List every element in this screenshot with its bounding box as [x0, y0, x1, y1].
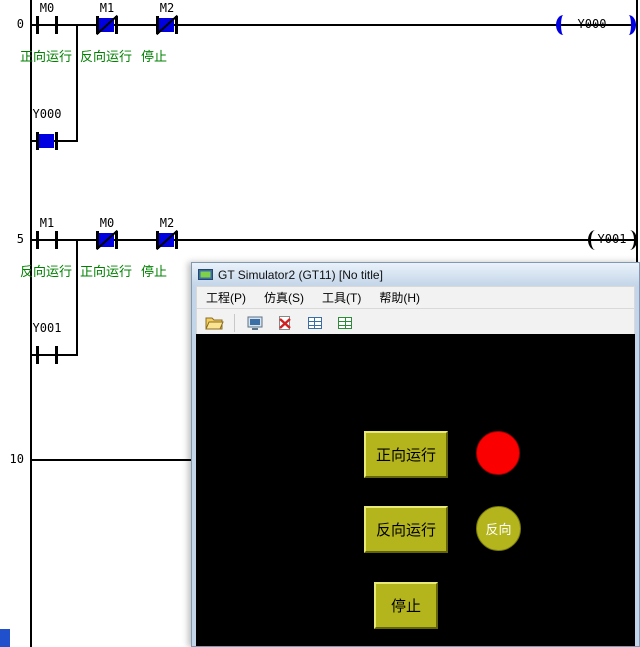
monitor-icon[interactable]: [242, 310, 267, 335]
device-label-M0: M0: [99, 216, 115, 230]
device-label-Y000: Y000: [32, 107, 62, 121]
reverse-run-button[interactable]: 反向运行: [364, 506, 448, 553]
contact-comment: 反向运行: [19, 264, 72, 279]
contact-bar: [96, 231, 99, 249]
device-label-M1: M1: [39, 216, 55, 230]
left-bus-bar: [30, 0, 32, 647]
device-label-M1: M1: [99, 1, 115, 15]
contact-Y000-no-on[interactable]: [36, 132, 58, 150]
contact-comment: 正向运行: [79, 264, 132, 279]
contact-M0-nc-on[interactable]: [95, 229, 119, 251]
device-label-M0: M0: [39, 1, 55, 15]
contact-bar: [36, 132, 39, 150]
contact-M1-no[interactable]: [36, 231, 58, 249]
menu-simulate[interactable]: 仿真(S): [264, 291, 304, 305]
toolbar-separator: [234, 313, 235, 332]
window-title: GT Simulator2 (GT11) [No title]: [218, 267, 383, 282]
grid-icon: [307, 316, 322, 329]
ladder-wire: [30, 24, 638, 26]
contact-bar: [115, 231, 118, 249]
menu-help[interactable]: 帮助(H): [379, 291, 420, 305]
contact-bar: [175, 231, 178, 249]
step-number-5: 5: [16, 232, 24, 246]
contact-bar: [115, 16, 118, 34]
device-grid-icon: [337, 316, 352, 329]
contact-M1-nc-on[interactable]: [95, 14, 119, 36]
contact-bar: [175, 16, 178, 34]
forward-run-button[interactable]: 正向运行: [364, 431, 448, 478]
stop-button[interactable]: 停止: [374, 582, 438, 629]
gt-simulator-window: GT Simulator2 (GT11) [No title] 工程(P) 仿真…: [191, 262, 640, 647]
contact-bar: [36, 16, 39, 34]
coil-Y001[interactable]: Y001: [597, 232, 627, 246]
coil-paren-left: [588, 230, 597, 250]
toolbar: [196, 308, 635, 337]
branch-wire: [30, 354, 78, 356]
contact-bar: [156, 231, 159, 249]
contact-bar: [36, 346, 39, 364]
title-bar[interactable]: GT Simulator2 (GT11) [No title]: [192, 263, 639, 286]
open-project-icon[interactable]: [202, 310, 227, 335]
app-icon: [198, 268, 213, 280]
contact-bar: [55, 231, 58, 249]
ladder-wire: [30, 239, 638, 241]
contact-Y001-no[interactable]: [36, 346, 58, 364]
contact-M0-no[interactable]: [36, 16, 58, 34]
step-number-0: 0: [16, 17, 24, 31]
energized-fill: [39, 134, 54, 148]
menu-bar: 工程(P) 仿真(S) 工具(T) 帮助(H): [196, 286, 635, 308]
coil-paren-left-on: [556, 15, 565, 35]
contact-M2-nc-on[interactable]: [155, 14, 179, 36]
menu-tools[interactable]: 工具(T): [322, 291, 362, 305]
coil-Y000[interactable]: Y000: [577, 17, 607, 31]
device-label-Y001: Y001: [32, 321, 62, 335]
reverse-run-lamp: 反向: [476, 506, 521, 551]
device-view-icon[interactable]: [332, 310, 357, 335]
red-x-icon: [278, 315, 291, 330]
contact-bar: [55, 16, 58, 34]
grid-icon[interactable]: [302, 310, 327, 335]
hmi-screen: 正向运行 反向运行 反向 停止: [196, 334, 635, 646]
contact-bar: [96, 16, 99, 34]
contact-bar: [55, 132, 58, 150]
contact-bar: [36, 231, 39, 249]
menu-project[interactable]: 工程(P): [206, 291, 246, 305]
contact-M2-nc-on[interactable]: [155, 229, 179, 251]
branch-wire: [76, 239, 78, 356]
contact-bar: [55, 346, 58, 364]
forward-run-lamp: [476, 431, 520, 475]
contact-bar: [156, 16, 159, 34]
coil-paren-right-on: [627, 15, 636, 35]
branch-wire: [76, 24, 78, 142]
step-number-10: 10: [9, 452, 24, 466]
folder-open-icon: [205, 317, 224, 329]
contact-comment: 正向运行: [19, 49, 72, 64]
branch-wire: [30, 140, 78, 142]
monitor-icon: [247, 316, 262, 330]
contact-comment: 停止: [140, 49, 167, 64]
coil-paren-right: [628, 230, 637, 250]
device-label-M2: M2: [159, 216, 175, 230]
stop-simulation-icon[interactable]: [272, 310, 297, 335]
contact-comment: 停止: [140, 264, 167, 279]
blue-corner-fragment: [0, 629, 10, 647]
contact-comment: 反向运行: [79, 49, 132, 64]
device-label-M2: M2: [159, 1, 175, 15]
